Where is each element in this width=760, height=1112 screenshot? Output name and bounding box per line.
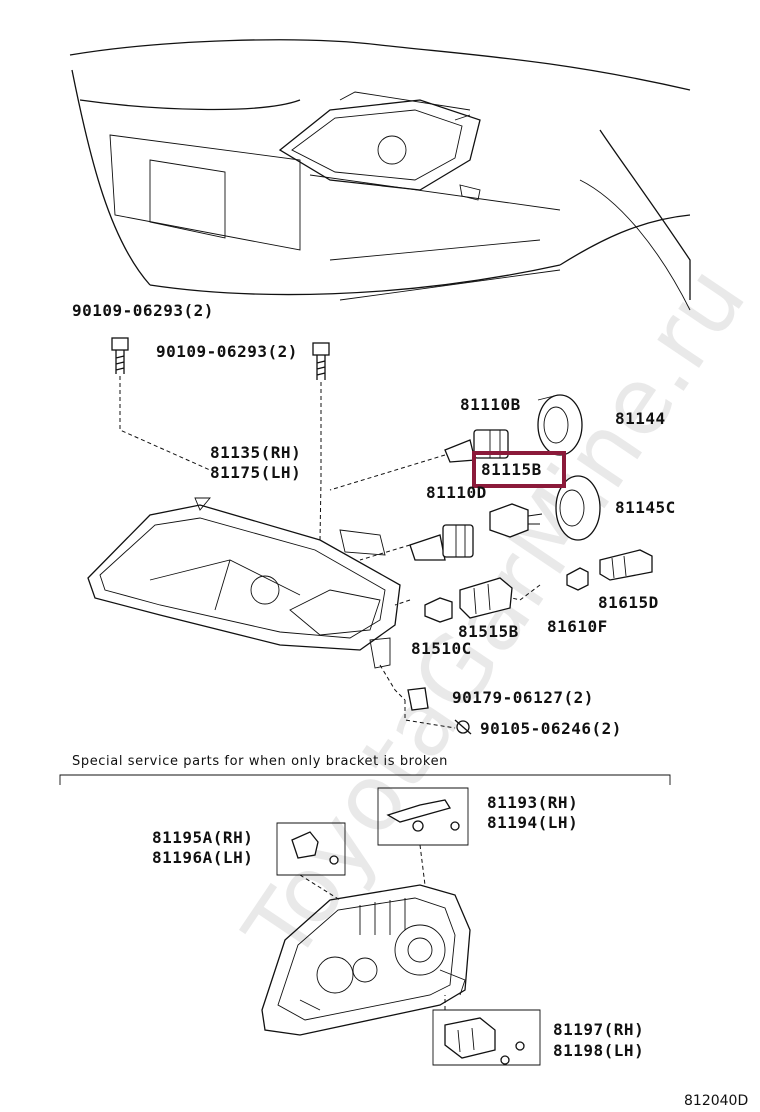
highlight-box	[472, 451, 566, 488]
label-bolt-left: 90109-06293(2)	[72, 301, 214, 320]
label-81515b: 81515B	[458, 622, 519, 641]
label-unit-lh: 81175(LH)	[210, 463, 302, 482]
label-81145c: 81145C	[615, 498, 676, 517]
label-screw: 90105-06246(2)	[480, 719, 622, 738]
label-81194: 81194(LH)	[487, 813, 579, 832]
label-bolt-right: 90109-06293(2)	[156, 342, 298, 361]
nut-and-screw	[407, 687, 472, 735]
label-81196a: 81196A(LH)	[152, 848, 254, 867]
headlamp-unit	[87, 497, 406, 701]
bulbs-and-sockets	[409, 394, 653, 623]
label-81610f: 81610F	[547, 617, 608, 636]
label-81110d: 81110D	[426, 483, 487, 502]
headlamp-rear-view	[261, 884, 471, 1036]
label-nut: 90179-06127(2)	[452, 688, 594, 707]
bolts	[111, 337, 330, 541]
label-81615d: 81615D	[598, 593, 659, 612]
label-81197: 81197(RH)	[553, 1020, 645, 1039]
car-front-illustration	[69, 39, 691, 311]
bracket-boxes	[276, 787, 541, 1066]
label-81198: 81198(LH)	[553, 1041, 645, 1060]
label-unit-rh: 81135(RH)	[210, 443, 302, 462]
label-81193: 81193(RH)	[487, 793, 579, 812]
label-81510c: 81510C	[411, 639, 472, 658]
label-81110b: 81110B	[460, 395, 521, 414]
label-81195a: 81195A(RH)	[152, 828, 254, 847]
service-note: Special service parts for when only brac…	[72, 754, 449, 769]
service-section-frame	[59, 774, 671, 785]
label-81115b: 81115B	[481, 460, 542, 479]
diagram-code: 812040D	[684, 1093, 749, 1109]
label-81144: 81144	[615, 409, 666, 428]
